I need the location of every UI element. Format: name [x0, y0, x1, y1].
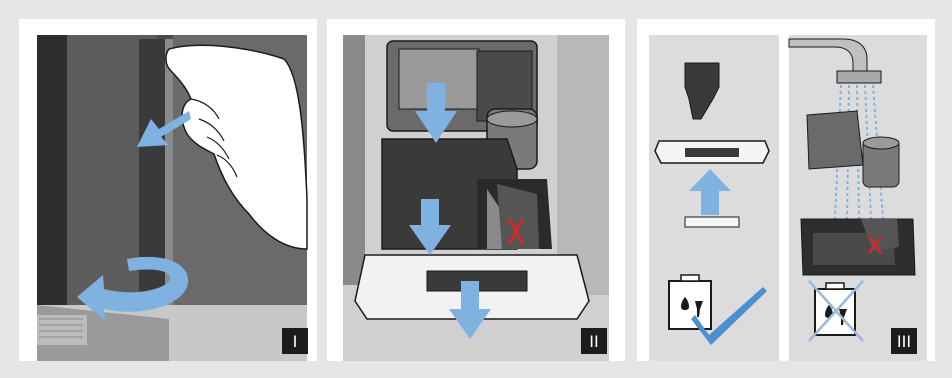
down-arrow-icon — [415, 83, 457, 143]
down-arrow-icon — [409, 199, 451, 255]
brew-unit[interactable] — [806, 110, 900, 188]
funnel-part[interactable] — [684, 62, 720, 120]
down-arrow-icon — [449, 281, 491, 339]
up-arrow-icon — [689, 169, 731, 215]
step-1-illustration — [19, 19, 317, 361]
step-3-illustration — [637, 19, 935, 361]
rotate-arrow-icon — [77, 256, 189, 321]
brew-unit[interactable] — [386, 40, 538, 170]
faucet-icon — [788, 38, 882, 84]
step-badge-1: I — [282, 328, 308, 354]
step-badge-3: III — [891, 328, 917, 354]
drip-tray[interactable] — [800, 218, 916, 276]
step-panel-1: I — [19, 19, 317, 361]
checkmark-icon — [691, 287, 767, 345]
step-panel-2: II — [327, 19, 625, 361]
cross-icon — [808, 280, 864, 342]
down-arrow-icon — [137, 111, 191, 147]
tray-cover[interactable] — [654, 140, 770, 164]
step-2-illustration — [327, 19, 625, 361]
hand-icon — [165, 44, 308, 250]
clean-column-rinse — [789, 35, 927, 361]
step-badge-2: II — [581, 328, 607, 354]
dishwasher-icon — [668, 274, 712, 330]
step-panel-3: III — [637, 19, 935, 361]
